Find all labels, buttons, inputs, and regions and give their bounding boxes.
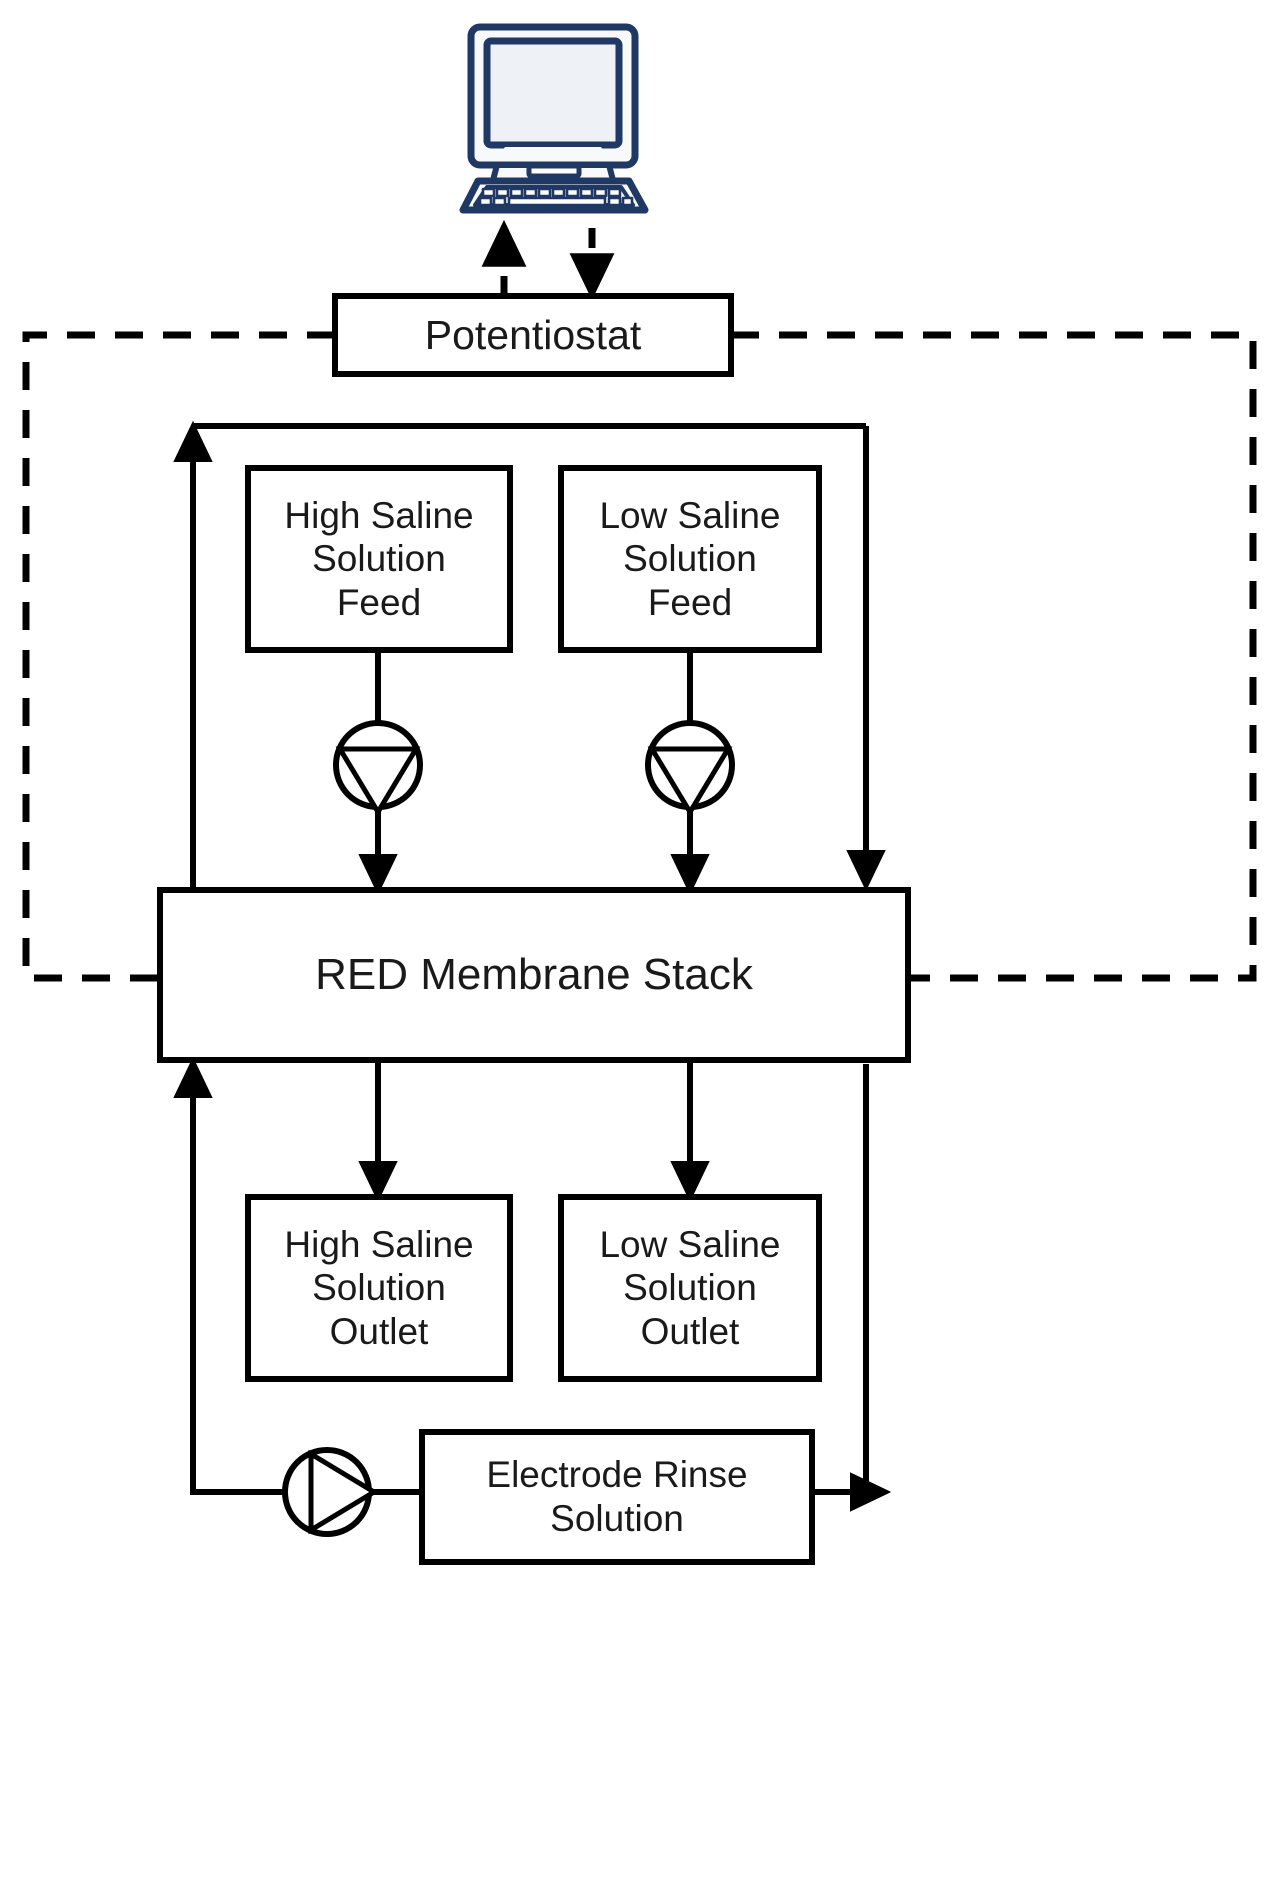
electrode-rinse-solution-box	[419, 1429, 815, 1565]
dashed-loop-right	[731, 331, 1257, 982]
electrode-circuit-dashed-loop	[22, 331, 1257, 982]
low-saline-feed-box	[558, 465, 822, 653]
computer-icon	[459, 23, 649, 214]
pump-impeller-triangle	[308, 1449, 379, 1535]
rinse-return-path	[173, 1056, 285, 1495]
stack-to-outlet-arrows	[358, 1060, 710, 1203]
low-saline-outlet-box	[558, 1194, 822, 1382]
pump-high-saline-feed	[333, 720, 423, 817]
rinse-recirculation-loop	[173, 420, 886, 892]
pump-impeller-triangle	[335, 746, 421, 817]
red-membrane-stack-box	[157, 887, 911, 1063]
feed-to-pump-pipes	[375, 650, 693, 723]
pump-impeller-triangle	[647, 746, 733, 817]
computer-potentiostat-signal-lines	[481, 219, 615, 301]
potentiostat-box	[332, 293, 734, 377]
pump-to-stack-arrows	[358, 807, 710, 896]
high-saline-feed-box	[245, 465, 513, 653]
dashed-loop-left	[22, 331, 335, 982]
pump-low-saline-feed	[645, 720, 735, 817]
high-saline-outlet-box	[245, 1194, 513, 1382]
pump-electrode-rinse	[282, 1447, 379, 1537]
